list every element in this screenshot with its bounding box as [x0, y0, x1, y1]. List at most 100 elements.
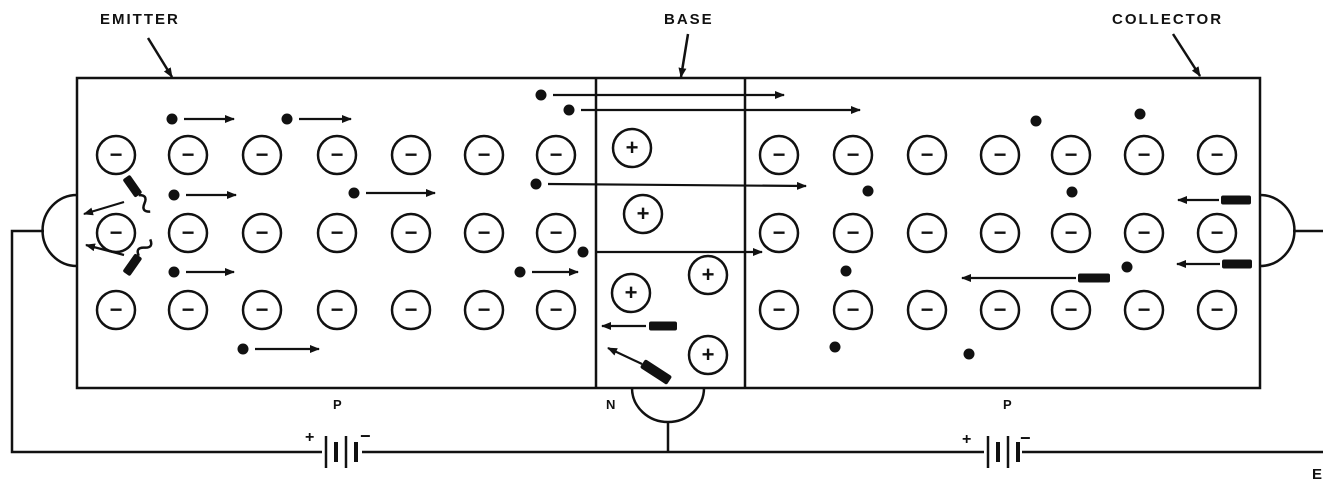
positive-ion: +	[622, 193, 664, 235]
negative-ion: −	[979, 134, 1021, 176]
negative-ion: −	[95, 212, 137, 254]
svg-text:−: −	[921, 297, 934, 322]
hole-dot	[963, 348, 975, 360]
battery1-plus-sign: +	[305, 429, 314, 446]
svg-text:−: −	[1211, 297, 1224, 322]
negative-ion: −	[1196, 212, 1238, 254]
svg-text:−: −	[182, 142, 195, 167]
electron-dash	[640, 359, 672, 385]
svg-text:−: −	[550, 142, 563, 167]
negative-ion: −	[906, 134, 948, 176]
base-label: BASE	[664, 11, 714, 28]
svg-text:−: −	[405, 142, 418, 167]
negative-ion: −	[390, 289, 432, 331]
svg-text:−: −	[994, 297, 1007, 322]
svg-text:−: −	[1211, 220, 1224, 245]
emitter-label: EMITTER	[100, 11, 180, 28]
svg-text:+: +	[626, 135, 639, 160]
negative-ion: −	[535, 289, 577, 331]
collector-type-label: P	[1003, 397, 1013, 412]
svg-text:−: −	[773, 297, 786, 322]
emitter-type-label: P	[333, 397, 343, 412]
battery2-plus-sign: +	[962, 431, 971, 448]
emitter-leader-arrow	[146, 37, 174, 78]
hole-dot	[348, 187, 360, 199]
negative-ion: −	[463, 289, 505, 331]
svg-text:−: −	[1065, 142, 1078, 167]
svg-text:−: −	[182, 297, 195, 322]
electron-dash	[649, 321, 677, 331]
svg-text:−: −	[1138, 142, 1151, 167]
svg-text:−: −	[847, 220, 860, 245]
negative-ion: −	[316, 134, 358, 176]
negative-ion: −	[241, 134, 283, 176]
collector-contact	[1259, 193, 1296, 268]
svg-text:−: −	[478, 297, 491, 322]
emitter-contact	[41, 193, 78, 268]
svg-text:−: −	[182, 220, 195, 245]
svg-text:+: +	[625, 280, 638, 305]
negative-ion: −	[979, 212, 1021, 254]
svg-text:−: −	[847, 142, 860, 167]
battery-emitter-base	[324, 436, 358, 468]
svg-text:−: −	[994, 220, 1007, 245]
negative-ion: −	[1196, 134, 1238, 176]
svg-text:−: −	[110, 142, 123, 167]
hole-dot	[166, 113, 178, 125]
hole-dot	[530, 178, 542, 190]
negative-ion: −	[758, 289, 800, 331]
negative-ion: −	[1050, 212, 1092, 254]
svg-text:−: −	[110, 220, 123, 245]
hole-arrow	[547, 181, 807, 190]
negative-ion: −	[95, 289, 137, 331]
svg-text:−: −	[1065, 297, 1078, 322]
base-type-label: N	[606, 397, 617, 412]
negative-ion: −	[1050, 289, 1092, 331]
svg-text:−: −	[331, 220, 344, 245]
negative-ion: −	[390, 134, 432, 176]
negative-ion: −	[95, 134, 137, 176]
recombination-squiggle	[123, 175, 151, 213]
negative-ion: −	[1123, 289, 1165, 331]
negative-ion: −	[167, 212, 209, 254]
svg-text:−: −	[478, 142, 491, 167]
negative-ion: −	[390, 212, 432, 254]
svg-text:−: −	[921, 142, 934, 167]
collector-leader-arrow	[1171, 33, 1202, 77]
svg-text:+: +	[702, 262, 715, 287]
electron-dash	[1222, 259, 1252, 269]
hole-dot	[829, 341, 841, 353]
positive-ion: +	[611, 127, 653, 169]
electron-dash	[1221, 195, 1251, 205]
svg-text:+: +	[637, 201, 650, 226]
svg-text:−: −	[110, 297, 123, 322]
negative-ion: −	[241, 289, 283, 331]
svg-text:−: −	[331, 297, 344, 322]
svg-text:+: +	[702, 342, 715, 367]
negative-ion: −	[758, 134, 800, 176]
svg-text:−: −	[478, 220, 491, 245]
negative-ion: −	[167, 289, 209, 331]
hole-dot	[577, 246, 589, 258]
recombination-arrow	[83, 200, 125, 216]
base-leader-arrow	[678, 33, 690, 78]
svg-text:−: −	[1138, 297, 1151, 322]
negative-ion: −	[832, 212, 874, 254]
svg-text:−: −	[331, 142, 344, 167]
carrier-layer	[83, 89, 1252, 385]
recombination-arrow	[85, 243, 125, 257]
hole-dot	[862, 185, 874, 197]
svg-text:−: −	[847, 297, 860, 322]
hole-dot	[168, 266, 180, 278]
collector-label: COLLECTOR	[1112, 11, 1224, 28]
negative-ion: −	[1050, 134, 1092, 176]
negative-ion: −	[906, 289, 948, 331]
hole-dot	[1030, 115, 1042, 127]
negative-ion: −	[535, 212, 577, 254]
ion-layer: −−−−−−−−−−−−−−−−−−−−−−−−−−−−−−−−−−−−−−−−…	[95, 127, 1238, 376]
negative-ion: −	[1196, 289, 1238, 331]
svg-text:−: −	[550, 297, 563, 322]
svg-text:−: −	[405, 297, 418, 322]
hole-dot	[514, 266, 526, 278]
recombination-squiggle	[123, 238, 153, 276]
